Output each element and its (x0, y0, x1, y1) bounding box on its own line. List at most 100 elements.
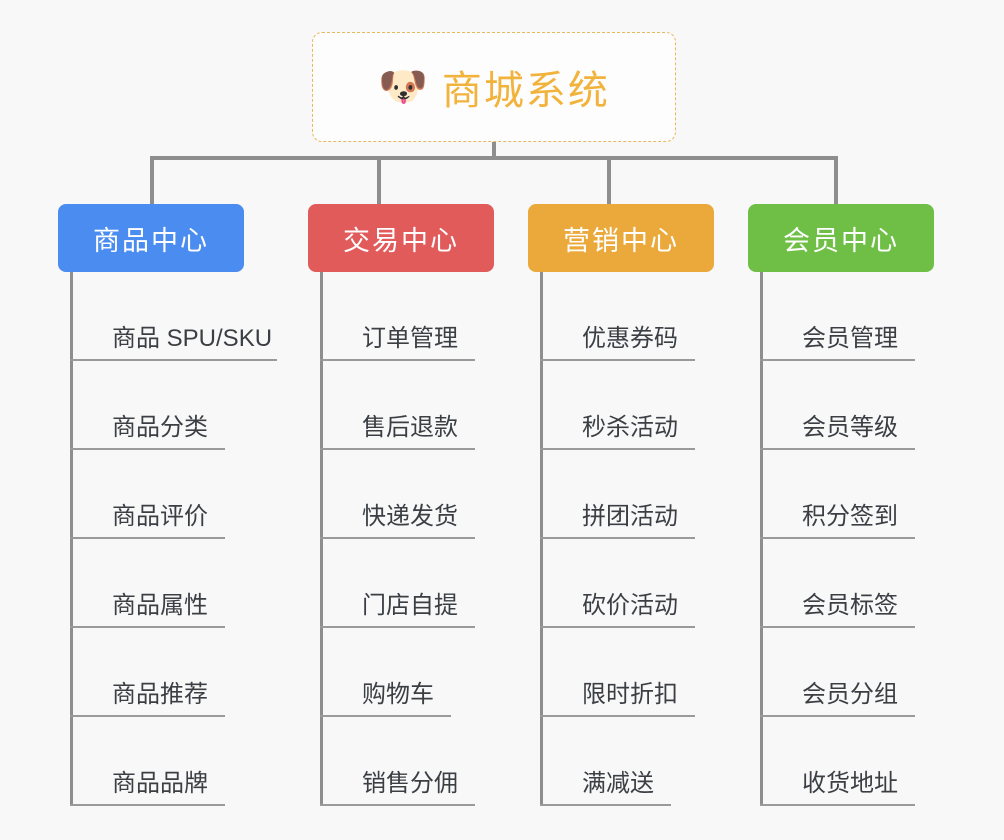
column-product-center: 商品中心 商品 SPU/SKU 商品分类 商品评价 商品属性 商品推荐 (58, 204, 277, 806)
leaf-underline (540, 537, 695, 539)
category-label: 营销中心 (563, 225, 679, 256)
list-item[interactable]: 会员分组 (748, 628, 934, 717)
leaf-label: 售后退款 (362, 414, 458, 441)
leaf-underline (760, 804, 915, 806)
list-item[interactable]: 购物车 (308, 628, 494, 717)
leaf-underline (540, 359, 695, 361)
leaf-label: 商品品牌 (112, 770, 208, 797)
branch-marketing-center: 优惠券码 秒杀活动 拼团活动 砍价活动 限时折扣 满减送 (528, 272, 714, 806)
shiba-dog-face-icon: 🐶 (378, 65, 428, 109)
leaf-label: 优惠券码 (582, 325, 678, 352)
leaf-label: 拼团活动 (582, 503, 678, 530)
leaf-underline (320, 804, 475, 806)
list-item[interactable]: 销售分佣 (308, 717, 494, 806)
list-item[interactable]: 积分签到 (748, 450, 934, 539)
leaf-underline (320, 448, 475, 450)
leaf-label: 销售分佣 (362, 770, 458, 797)
leaf-label: 商品推荐 (112, 681, 208, 708)
leaf-label: 商品分类 (112, 414, 208, 441)
trunk-line (320, 272, 323, 806)
drop-connector-product-center (150, 156, 154, 204)
list-item[interactable]: 订单管理 (308, 272, 494, 361)
trunk-line (760, 272, 763, 806)
branch-product-center: 商品 SPU/SKU 商品分类 商品评价 商品属性 商品推荐 商品品牌 (58, 272, 277, 806)
leaf-underline (760, 359, 915, 361)
list-item[interactable]: 商品推荐 (58, 628, 244, 717)
category-label: 会员中心 (783, 225, 899, 256)
leaf-underline (70, 448, 225, 450)
category-box-member-center[interactable]: 会员中心 (748, 204, 934, 272)
list-item[interactable]: 商品属性 (58, 539, 244, 628)
leaf-label: 砍价活动 (582, 592, 678, 619)
leaf-label: 商品 SPU/SKU (112, 325, 273, 352)
leaf-underline (760, 448, 915, 450)
leaf-underline (760, 715, 915, 717)
root-node-title: 商城系统 (441, 69, 610, 113)
list-item[interactable]: 秒杀活动 (528, 361, 714, 450)
drop-connector-marketing-center (607, 156, 611, 204)
leaf-underline (70, 715, 225, 717)
leaf-underline (540, 804, 671, 806)
list-item[interactable]: 收货地址 (748, 717, 934, 806)
leaf-underline (320, 715, 451, 717)
leaf-underline (760, 537, 915, 539)
leaf-underline (760, 626, 915, 628)
drop-connector-trade-center (377, 156, 381, 204)
category-label: 交易中心 (343, 225, 459, 256)
leaf-underline (320, 359, 475, 361)
leaf-label: 商品属性 (112, 592, 208, 619)
leaf-label: 秒杀活动 (582, 414, 678, 441)
list-item[interactable]: 砍价活动 (528, 539, 714, 628)
leaf-underline (70, 626, 225, 628)
drop-connector-member-center (834, 156, 838, 204)
list-item[interactable]: 商品品牌 (58, 717, 244, 806)
leaf-label: 订单管理 (362, 325, 458, 352)
leaf-underline (70, 359, 277, 361)
list-item[interactable]: 会员标签 (748, 539, 934, 628)
trunk-line (70, 272, 73, 806)
category-box-trade-center[interactable]: 交易中心 (308, 204, 494, 272)
list-item[interactable]: 优惠券码 (528, 272, 714, 361)
column-member-center: 会员中心 会员管理 会员等级 积分签到 会员标签 会员分组 (748, 204, 934, 806)
category-box-product-center[interactable]: 商品中心 (58, 204, 244, 272)
category-box-marketing-center[interactable]: 营销中心 (528, 204, 714, 272)
list-item[interactable]: 门店自提 (308, 539, 494, 628)
leaf-underline (320, 537, 475, 539)
list-item[interactable]: 快递发货 (308, 450, 494, 539)
branch-member-center: 会员管理 会员等级 积分签到 会员标签 会员分组 收货地址 (748, 272, 934, 806)
leaf-label: 会员管理 (802, 325, 898, 352)
leaf-label: 门店自提 (362, 592, 458, 619)
list-item[interactable]: 会员等级 (748, 361, 934, 450)
leaf-label: 会员等级 (802, 414, 898, 441)
root-node-mall-system[interactable]: 🐶 商城系统 (312, 32, 676, 142)
list-item[interactable]: 会员管理 (748, 272, 934, 361)
leaf-label: 商品评价 (112, 503, 208, 530)
category-label: 商品中心 (93, 225, 209, 256)
list-item[interactable]: 商品 SPU/SKU (58, 272, 277, 361)
horizontal-bus-connector (150, 156, 838, 160)
leaf-underline (320, 626, 475, 628)
leaf-underline (70, 537, 225, 539)
list-item[interactable]: 商品分类 (58, 361, 244, 450)
leaf-underline (70, 804, 225, 806)
list-item[interactable]: 商品评价 (58, 450, 244, 539)
leaf-underline (540, 626, 695, 628)
column-marketing-center: 营销中心 优惠券码 秒杀活动 拼团活动 砍价活动 限时折扣 (528, 204, 714, 806)
branch-trade-center: 订单管理 售后退款 快递发货 门店自提 购物车 销售分佣 (308, 272, 494, 806)
leaf-label: 会员标签 (802, 592, 898, 619)
leaf-label: 限时折扣 (582, 681, 678, 708)
leaf-underline (540, 715, 695, 717)
list-item[interactable]: 满减送 (528, 717, 714, 806)
leaf-label: 满减送 (582, 770, 654, 797)
list-item[interactable]: 限时折扣 (528, 628, 714, 717)
list-item[interactable]: 拼团活动 (528, 450, 714, 539)
leaf-label: 会员分组 (802, 681, 898, 708)
column-trade-center: 交易中心 订单管理 售后退款 快递发货 门店自提 购物车 (308, 204, 494, 806)
leaf-label: 购物车 (362, 681, 434, 708)
leaf-label: 收货地址 (802, 770, 898, 797)
list-item[interactable]: 售后退款 (308, 361, 494, 450)
leaf-label: 积分签到 (802, 503, 898, 530)
leaf-label: 快递发货 (362, 503, 458, 530)
root-stem-connector (492, 142, 496, 158)
